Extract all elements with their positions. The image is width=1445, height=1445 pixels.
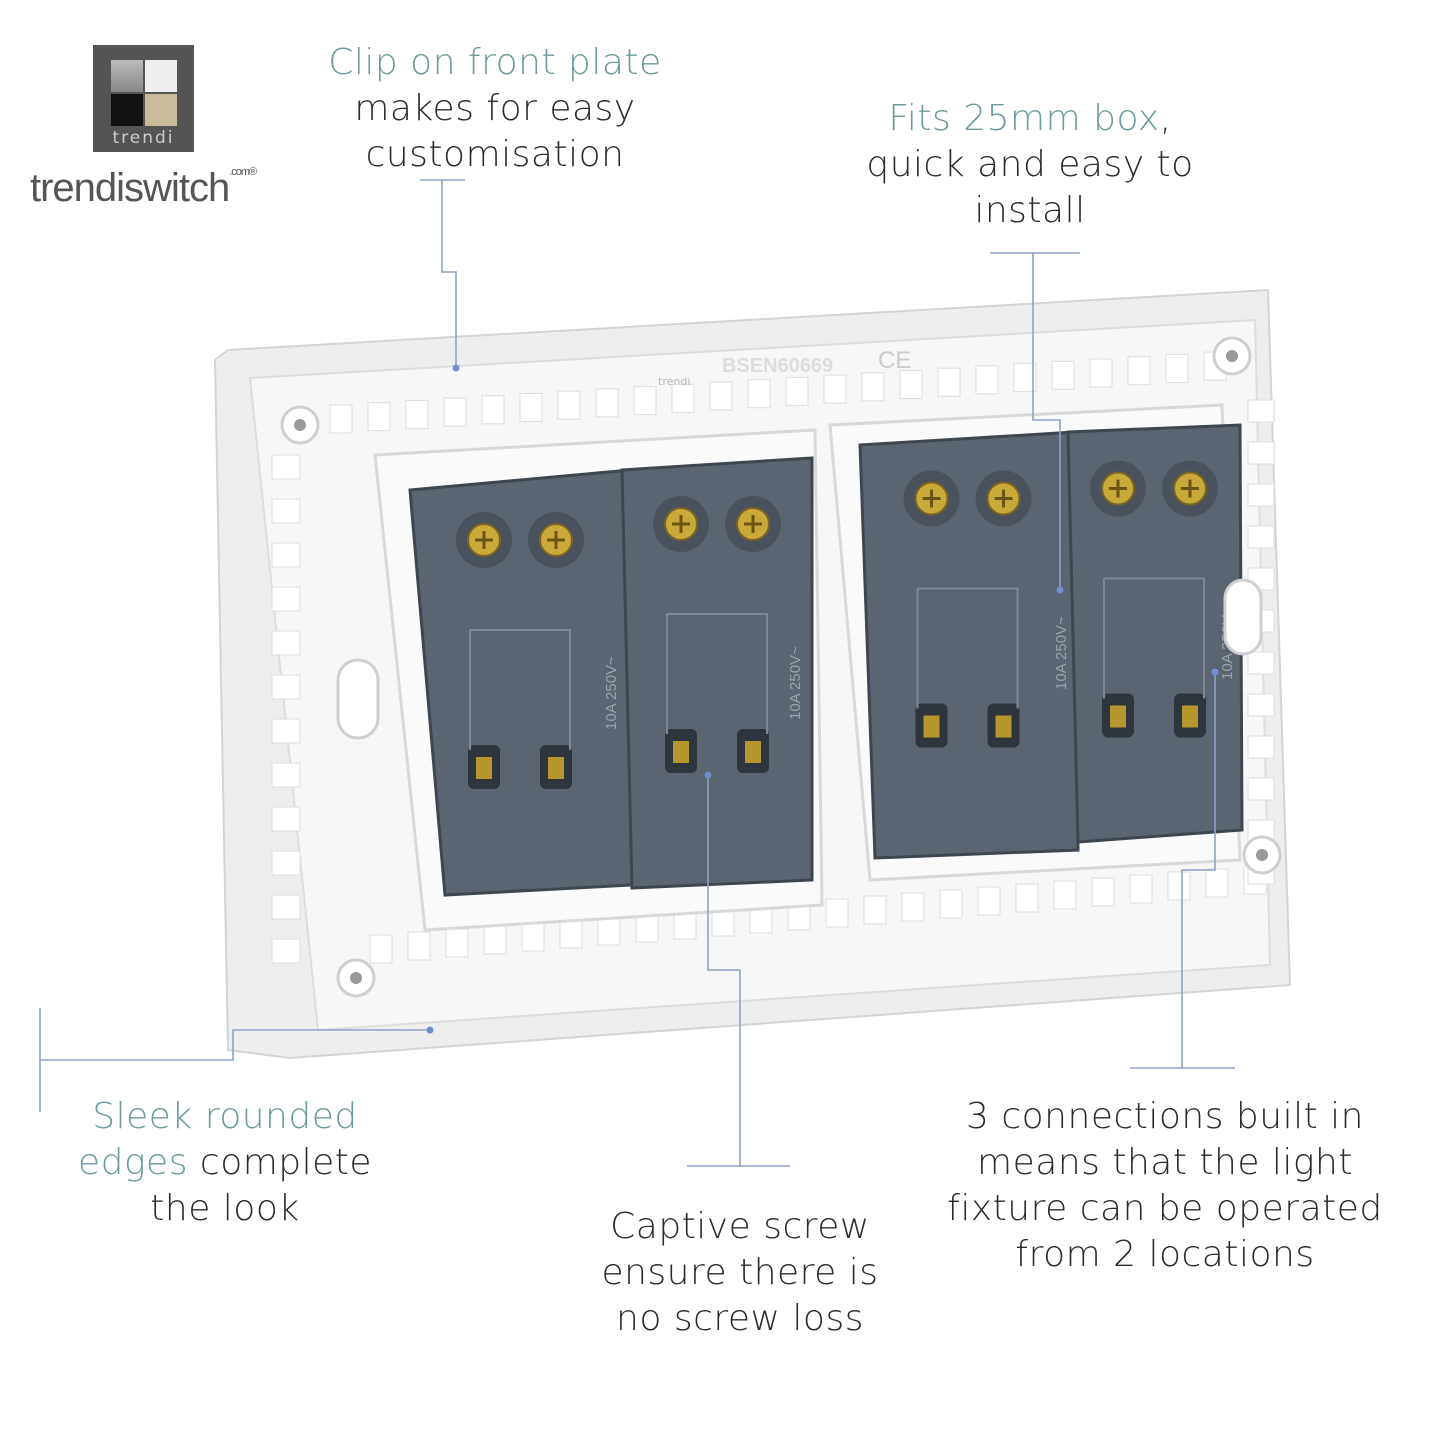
switch-module	[858, 430, 1080, 860]
module-rating-2: 10A 250V~	[787, 646, 804, 720]
logo-mark-text: trendi	[112, 128, 175, 148]
callout-three-connections: 3 connections built in means that the li…	[947, 1096, 1383, 1275]
callout-captive-screw: Captive screw ensure there is no screw l…	[601, 1206, 879, 1339]
callout-fits-box: Fits 25mm box, quick and easy to install	[866, 98, 1194, 231]
plate-ce-mark: CE	[878, 347, 911, 374]
trendi-logo-mark: trendi	[93, 45, 194, 152]
switch-module	[620, 456, 814, 890]
leader-lines	[39, 179, 1235, 1167]
callout-rounded-edges: Sleek rounded edges complete the look	[77, 1096, 373, 1229]
module-rating-1: 10A 250V~	[603, 656, 620, 730]
leader-dots	[426, 364, 1219, 1034]
module-rating-3: 10A 250V~	[1053, 616, 1070, 690]
plate-standard-mark: BSEN60669	[722, 355, 833, 377]
trendiswitch-wordmark: trendiswitch.com®	[30, 166, 257, 210]
switch-module	[408, 468, 634, 897]
plate-brand-mark: trendi	[658, 375, 690, 388]
switch-module	[1066, 423, 1244, 844]
plate-ribs	[271, 351, 1275, 964]
